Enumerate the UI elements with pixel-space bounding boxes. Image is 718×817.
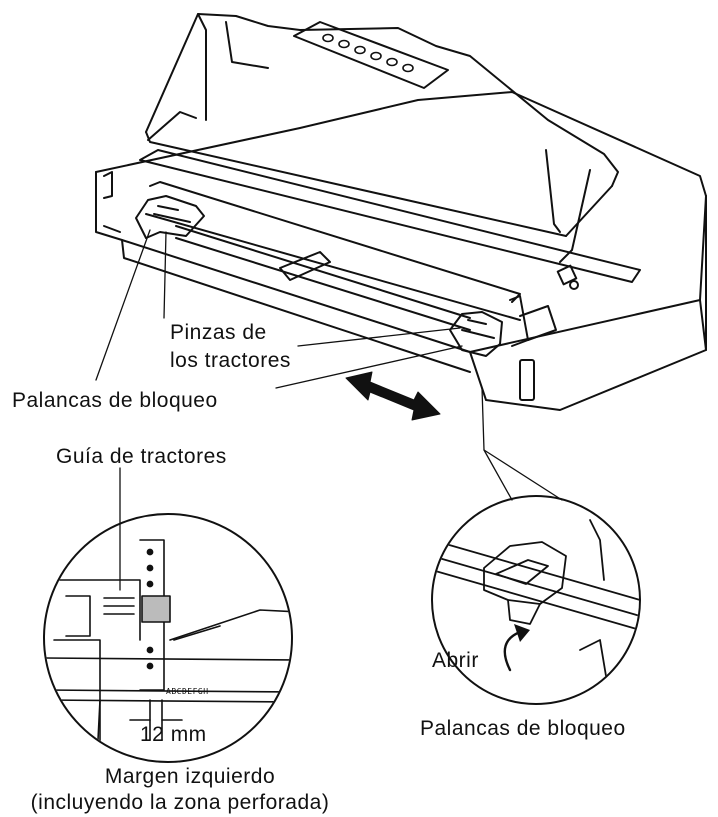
label-tractor-clamps-line1: Pinzas de — [170, 321, 267, 344]
label-lock-levers: Palancas de bloqueo — [12, 389, 218, 412]
paper-guide — [145, 13, 619, 263]
tractor-assembly — [135, 195, 503, 357]
label-open: Abrir — [432, 649, 479, 672]
label-left-margin-line1: Margen izquierdo — [104, 765, 276, 788]
label-left-margin-line2: (incluyendo la zona perforada) — [30, 791, 330, 814]
label-measure: 12 mm — [140, 723, 207, 746]
label-lock-levers-detail: Palancas de bloqueo — [420, 717, 626, 740]
label-tractor-clamps-line2: los tractores — [170, 349, 291, 372]
leader-lines — [95, 229, 563, 591]
sheet-text: ABCDEFGH — [166, 687, 209, 696]
lock-lever-detail — [431, 495, 641, 705]
slide-arrow-icon — [345, 371, 441, 421]
open-arrow-icon — [503, 630, 522, 672]
printer-body — [95, 91, 707, 411]
tractor-guide-detail — [43, 513, 293, 763]
label-tractor-guide: Guía de tractores — [56, 445, 227, 468]
